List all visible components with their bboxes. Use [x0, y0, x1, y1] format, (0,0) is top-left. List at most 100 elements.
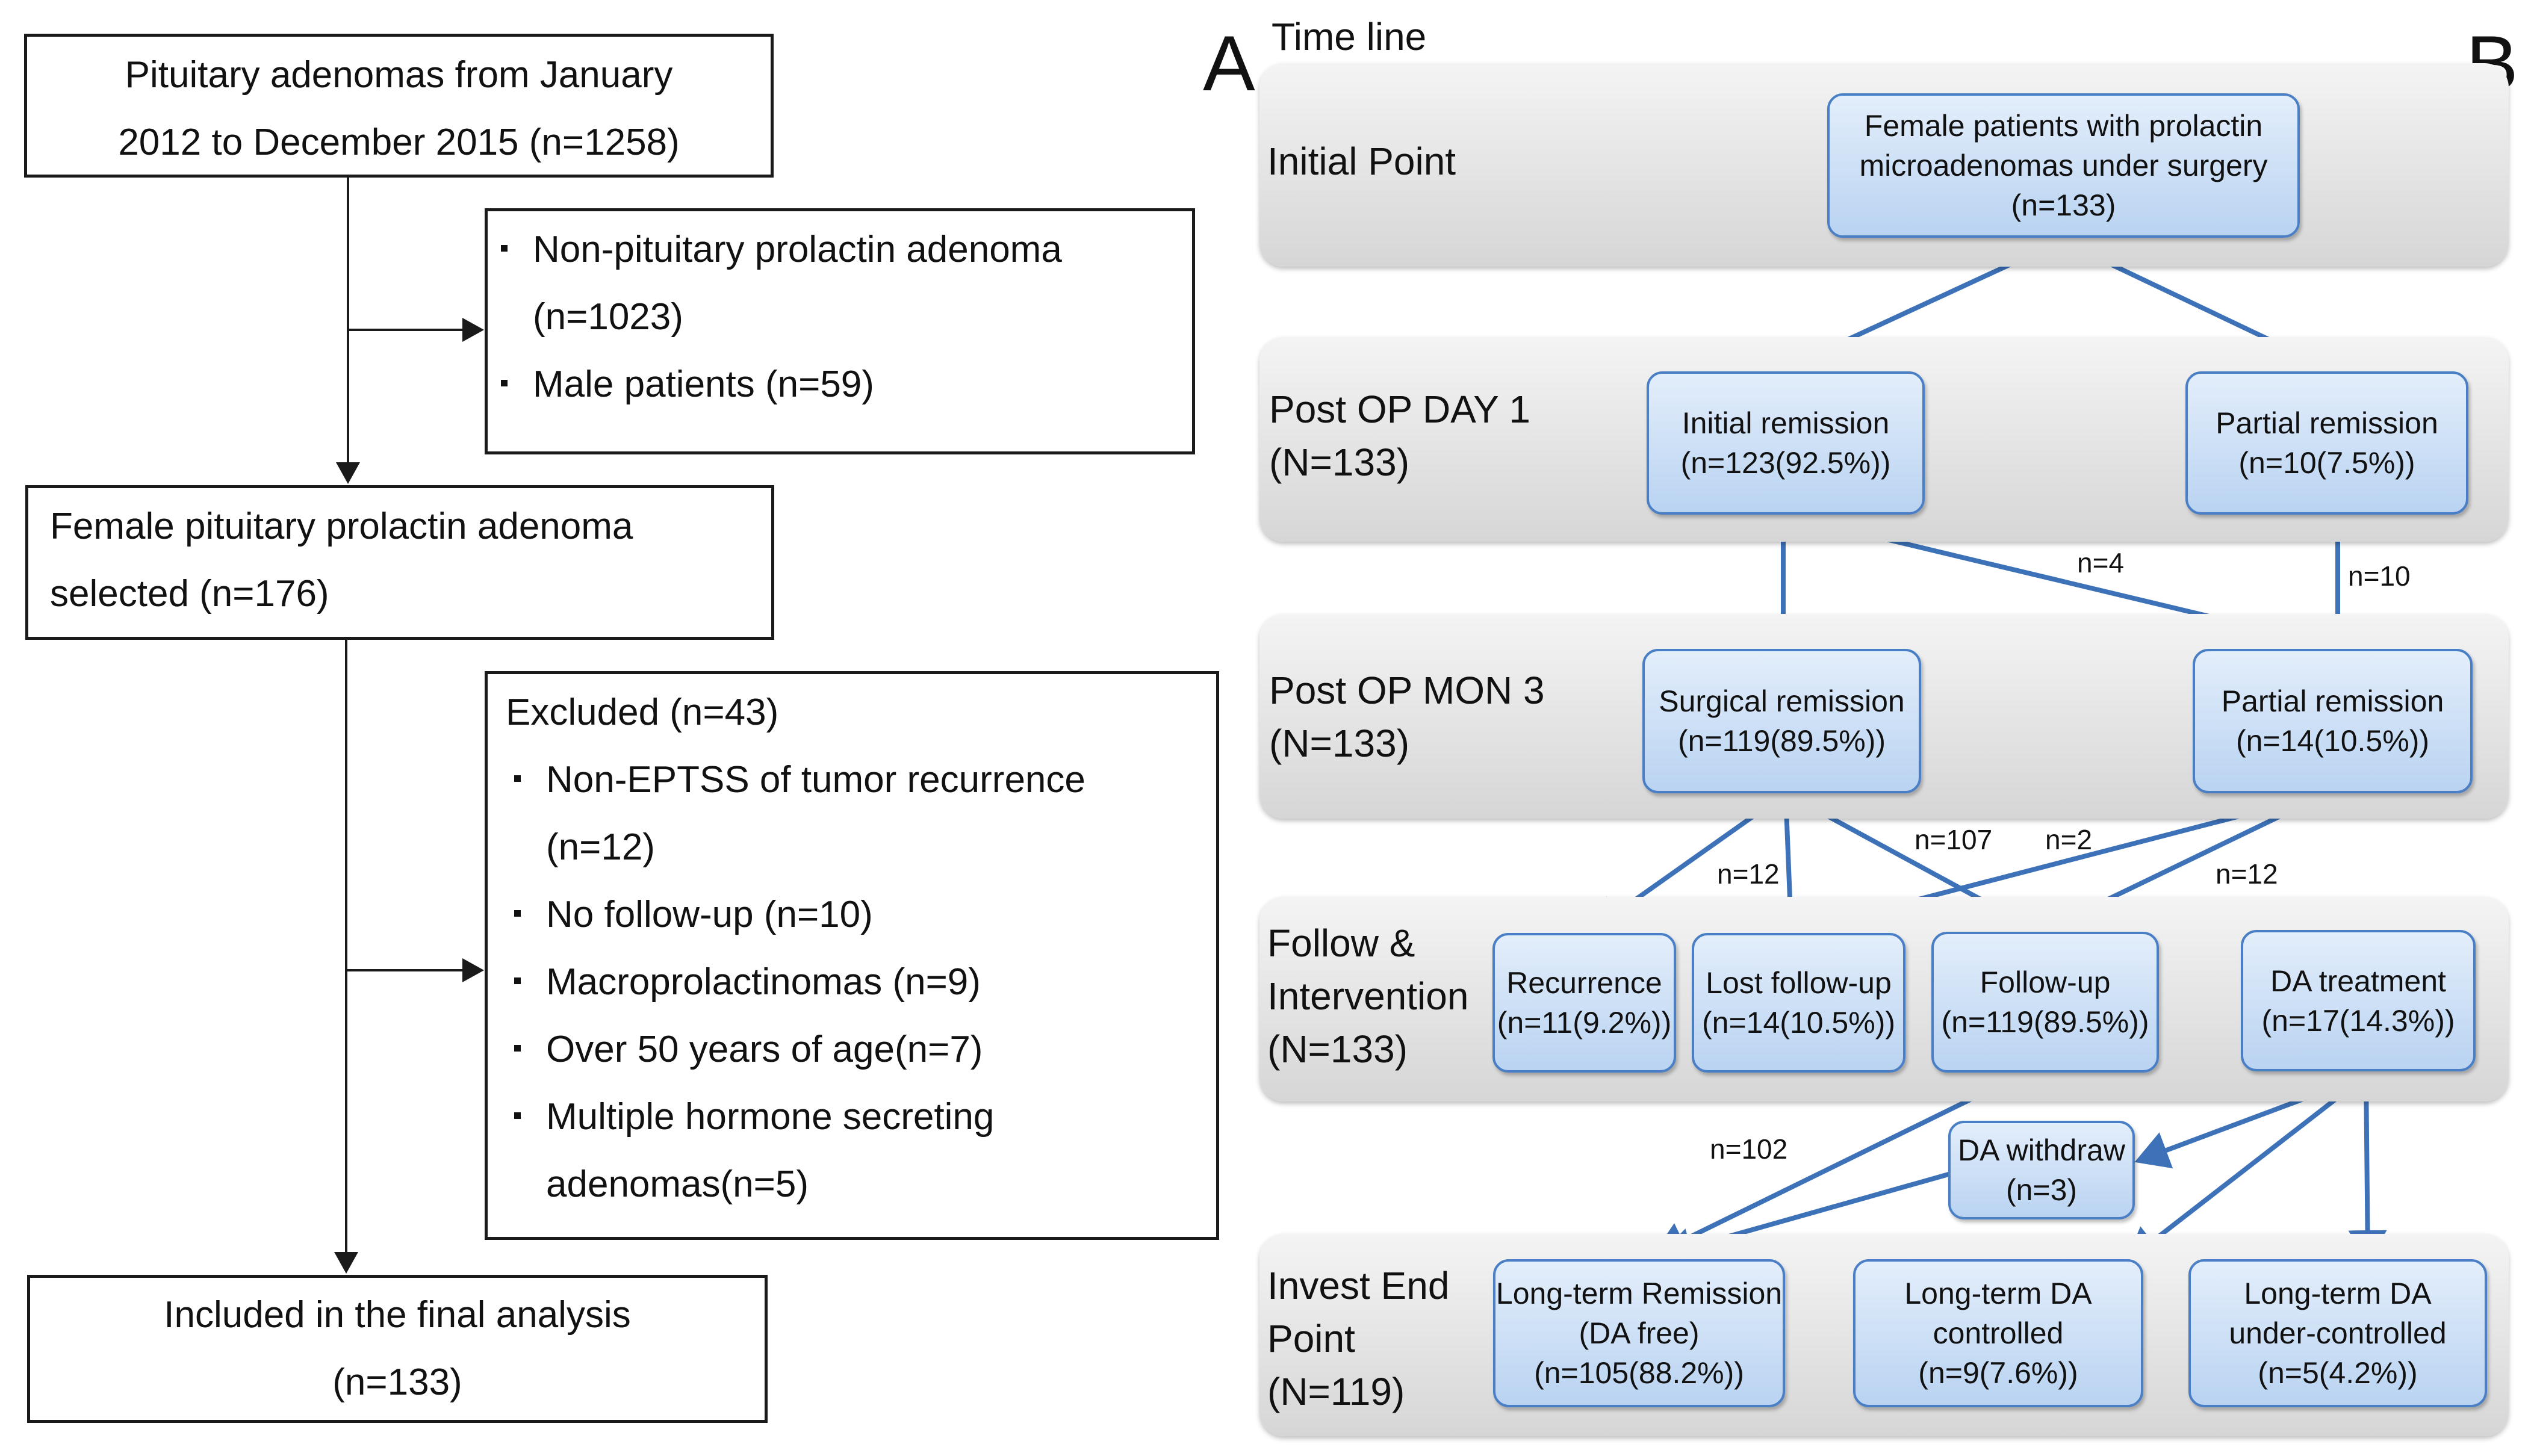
- node-line: Long-term Remission: [1495, 1277, 1783, 1310]
- node-surgical-remission: Surgical remission (n=119(89.5%)): [1642, 649, 1921, 793]
- band-label-line: Invest End: [1267, 1264, 1450, 1307]
- node-line: Lost follow-up: [1706, 966, 1892, 1000]
- exclusion-item: Male patients (n=59): [488, 351, 1192, 418]
- node-followup: Follow-up (n=119(89.5%)): [1931, 932, 2159, 1073]
- edge-label-n102: n=102: [1710, 1133, 1788, 1165]
- band-label-line: Post OP DAY 1: [1269, 388, 1530, 431]
- exclusion-item: No follow-up (n=10): [501, 881, 1216, 949]
- node-line: (n=123(92.5%)): [1680, 446, 1891, 480]
- exclusion-item-line: Non-pituitary prolactin adenoma: [533, 229, 1062, 270]
- node-line: Recurrence: [1506, 966, 1662, 1000]
- box-text-line: Included in the final analysis: [164, 1294, 631, 1336]
- exclusion-2-list: Non-EPTSS of tumor recurrence (n=12) No …: [501, 746, 1216, 1218]
- node-line: Long-term DA: [2244, 1277, 2432, 1310]
- node-line: (DA free): [1579, 1316, 1700, 1350]
- exclusion-item: Multiple hormone secreting adenomas(n=5): [501, 1083, 1216, 1218]
- exclusion-item-line: Over 50 years of age(n=7): [546, 1029, 983, 1070]
- node-line: (n=10(7.5%)): [2238, 446, 2415, 480]
- exclusion-item: Non-pituitary prolactin adenoma (n=1023): [488, 216, 1192, 351]
- node-partial-remission-m3: Partial remission (n=14(10.5%)): [2193, 649, 2473, 793]
- node-line: Initial remission: [1682, 406, 1890, 440]
- node-lt-undercontrolled: Long-term DA under-controlled (n=5(4.2%)…: [2188, 1259, 2487, 1407]
- node-line: (n=11(9.2%)): [1497, 1006, 1672, 1039]
- node-lost-followup: Lost follow-up (n=14(10.5%)): [1692, 933, 1905, 1073]
- node-line: (n=14(10.5%)): [1702, 1006, 1895, 1039]
- node-line: DA withdraw: [1958, 1133, 2125, 1167]
- box-text-line: Pituitary adenomas from January: [125, 54, 673, 96]
- box-female-selected: Female pituitary prolactin adenoma selec…: [25, 485, 774, 640]
- band-label-invest-end-point: Invest End Point (N=119): [1267, 1259, 1449, 1418]
- node-line: (n=119(89.5%)): [1941, 1005, 2149, 1039]
- node-line: (n=105(88.2%)): [1534, 1356, 1744, 1390]
- node-line: (n=133): [2011, 188, 2116, 222]
- edge-label-n12b: n=12: [2216, 858, 2278, 890]
- edge-label-n12a: n=12: [1717, 858, 1780, 890]
- node-lt-remission: Long-term Remission (DA free) (n=105(88.…: [1493, 1259, 1785, 1407]
- box-text-line: selected (n=176): [50, 573, 329, 615]
- band-label-follow-intervention: Follow & Intervention (N=133): [1267, 917, 1468, 1076]
- node-line: Surgical remission: [1659, 684, 1905, 718]
- exclusion-item: Over 50 years of age(n=7): [501, 1016, 1216, 1083]
- exclusion-item-line: (n=1023): [533, 296, 683, 338]
- node-line: (n=14(10.5%)): [2236, 724, 2429, 758]
- band-label-line: Point: [1267, 1317, 1355, 1360]
- node-line: microadenomas under surgery: [1859, 149, 2268, 182]
- node-lt-controlled: Long-term DA controlled (n=9(7.6%)): [1853, 1259, 2143, 1407]
- node-line: (n=5(4.2%)): [2258, 1356, 2418, 1390]
- node-line: Long-term DA: [1904, 1277, 2092, 1310]
- exclusion-item-line: Male patients (n=59): [533, 364, 874, 405]
- band-label-line: (N=133): [1269, 722, 1409, 765]
- band-label-line: (N=119): [1267, 1370, 1405, 1413]
- band-label-initial-point: Initial Point: [1267, 135, 1456, 188]
- exclusion-item-line: Macroprolactinomas (n=9): [546, 961, 981, 1003]
- exclusion-item-line: Multiple hormone secreting: [546, 1096, 995, 1138]
- box-exclusion-1: Non-pituitary prolactin adenoma (n=1023)…: [485, 208, 1195, 454]
- edge-label-n107: n=107: [1915, 824, 1993, 855]
- edge-label-n4: n=4: [2077, 547, 2125, 578]
- band-label-line: Initial Point: [1267, 140, 1456, 183]
- node-partial-remission-d1: Partial remission (n=10(7.5%)): [2185, 371, 2468, 515]
- node-da-withdraw: DA withdraw (n=3): [1948, 1121, 2135, 1219]
- edge-label-n2: n=2: [2045, 824, 2093, 855]
- exclusion-item-line: No follow-up (n=10): [546, 894, 873, 935]
- panel-a-connectors: [334, 178, 484, 1274]
- node-recurrence: Recurrence (n=11(9.2%)): [1492, 933, 1676, 1073]
- band-label-line: (N=133): [1269, 441, 1409, 484]
- band-label-line: Post OP MON 3: [1269, 669, 1545, 712]
- node-line: (n=3): [2005, 1173, 2078, 1207]
- box-final-analysis: Included in the final analysis (n=133): [27, 1275, 768, 1423]
- exclusion-item: Non-EPTSS of tumor recurrence (n=12): [501, 746, 1216, 881]
- arrow-followup-ltremission: [1652, 1071, 2024, 1258]
- node-line: controlled: [1933, 1316, 2064, 1350]
- exclusion-item: Macroprolactinomas (n=9): [501, 949, 1216, 1016]
- box-text-line: Female pituitary prolactin adenoma: [50, 506, 633, 547]
- node-da-treatment: DA treatment (n=17(14.3%)): [2241, 930, 2476, 1071]
- node-start: Female patients with prolactin microaden…: [1827, 93, 2300, 238]
- band-label-post-op-day-1: Post OP DAY 1 (N=133): [1269, 383, 1530, 489]
- node-line: DA treatment: [2270, 964, 2446, 998]
- node-line: under-controlled: [2229, 1316, 2447, 1350]
- node-line: Female patients with prolactin: [1864, 109, 2263, 143]
- band-label-post-op-month-3: Post OP MON 3 (N=133): [1269, 664, 1545, 770]
- node-line: (n=9(7.6%)): [1918, 1356, 2078, 1390]
- box-exclusion-2: Excluded (n=43) Non-EPTSS of tumor recur…: [485, 671, 1219, 1240]
- node-line: Partial remission: [2216, 406, 2438, 440]
- exclusion-item-line: Non-EPTSS of tumor recurrence: [546, 759, 1085, 801]
- arrow-da-ltundercontrolled: [2348, 1075, 2387, 1264]
- band-label-line: Intervention: [1267, 974, 1469, 1018]
- arrow-da-ltcontrolled: [2125, 1073, 2368, 1262]
- box-text-line: (n=133): [332, 1362, 462, 1403]
- node-initial-remission: Initial remission (n=123(92.5%)): [1647, 371, 1925, 515]
- exclusion-2-title: Excluded (n=43): [506, 692, 779, 733]
- band-label-line: (N=133): [1267, 1027, 1408, 1071]
- edge-label-n10: n=10: [2348, 560, 2411, 592]
- panel-label-a: A: [1203, 19, 1255, 107]
- exclusion-item-line: (n=12): [546, 826, 655, 868]
- node-line: Partial remission: [2221, 684, 2444, 718]
- node-line: (n=119(89.5%)): [1677, 724, 1886, 758]
- node-line: Follow-up: [1980, 965, 2111, 999]
- box-text-line: 2012 to December 2015 (n=1258): [118, 122, 680, 163]
- timeline-title: Time line: [1272, 15, 1427, 58]
- box-pituitary-adenomas: Pituitary adenomas from January 2012 to …: [24, 34, 774, 178]
